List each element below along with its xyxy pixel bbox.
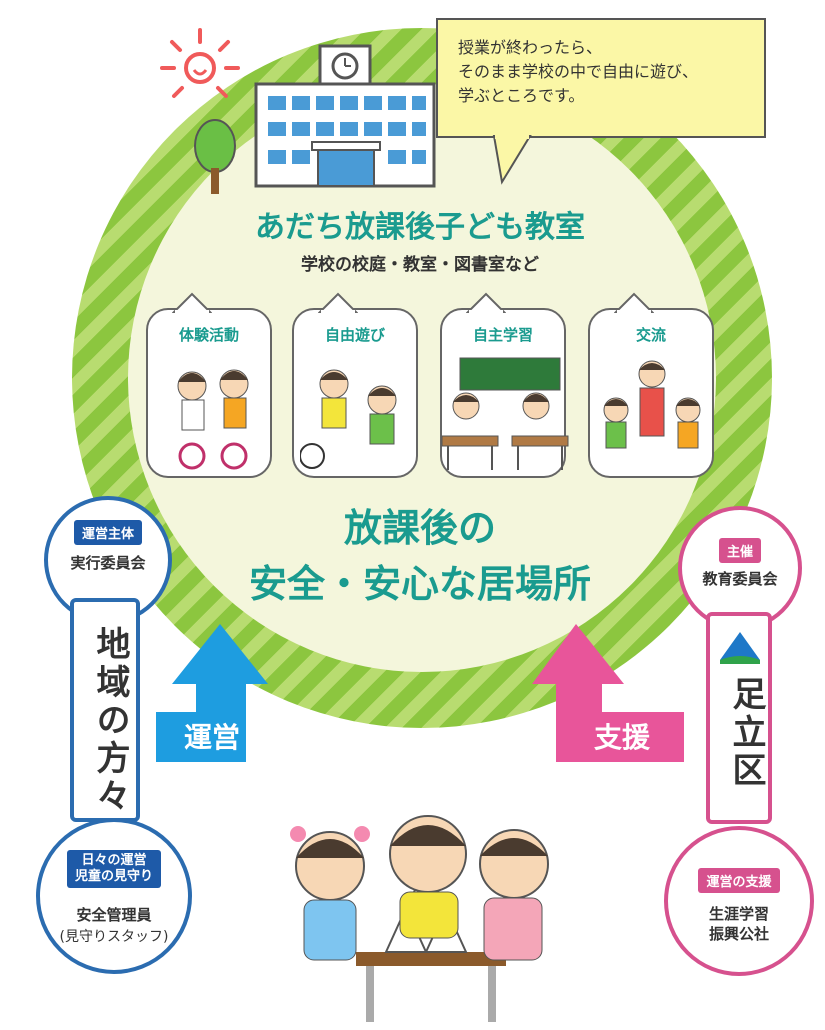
children-card-tower-icon xyxy=(290,815,549,1022)
arrow-label-left: 運営 xyxy=(184,721,241,754)
left-vertical-bar: 地域の方々 xyxy=(70,598,140,822)
badge-daily-operation: 日々の運営 xyxy=(81,853,147,868)
safety-manager-sub: (見守りスタッフ) xyxy=(59,929,169,945)
arrow-label-right: 支援 xyxy=(594,721,651,754)
safety-manager-name: 安全管理員 xyxy=(76,906,152,924)
children-studying-icon xyxy=(441,357,569,470)
activity-label: 体験活動 xyxy=(178,326,239,344)
bubble-tail xyxy=(492,135,532,185)
children-playing-ball-icon xyxy=(300,369,397,469)
adachi-logo-icon xyxy=(720,632,760,664)
right-bottom-circle: 運営の支援 生涯学習 振興公社 xyxy=(664,826,814,976)
main-message: 放課後の 安全・安心な居場所 xyxy=(150,500,690,612)
bubble-line-1: 授業が終わったら、 xyxy=(458,38,603,57)
activity-box-4: 交流 xyxy=(588,292,714,478)
activity-label: 自由遊び xyxy=(324,326,385,344)
support-org-name: 生涯学習 振興公社 xyxy=(668,904,810,944)
right-vertical-bar: 足立区 xyxy=(706,612,772,824)
activity-box-2: 自由遊び xyxy=(292,292,418,478)
badge-child-watch: 児童の見守り xyxy=(74,869,153,884)
badge-organizer: 運営主体 xyxy=(73,520,142,545)
right-top-circle: 主催 教育委員会 xyxy=(678,506,802,630)
right-vertical-text: 足立区 xyxy=(726,676,766,790)
page-title: あだち放課後子ども教室 xyxy=(255,210,585,245)
activity-box-3: 自主学習 xyxy=(440,292,569,478)
activity-label: 自主学習 xyxy=(472,326,533,344)
bubble-line-3: 学ぶところです。 xyxy=(458,86,585,105)
left-top-circle: 運営主体 実行委員会 xyxy=(44,496,172,624)
support-org-line-1: 生涯学習 xyxy=(708,905,769,923)
main-message-line-2: 安全・安心な居場所 xyxy=(248,562,591,606)
activity-label: 交流 xyxy=(635,326,666,344)
left-bottom-circle: 日々の運営 児童の見守り 安全管理員 (見守りスタッフ) xyxy=(36,818,192,974)
staff-and-children-icon xyxy=(603,360,701,449)
tree-icon xyxy=(194,119,236,194)
school-building-icon xyxy=(254,44,436,188)
support-arrow-left xyxy=(156,624,268,762)
badge-host: 主催 xyxy=(718,538,761,563)
bubble-line-2: そのまま学校の中で自由に遊び、 xyxy=(458,62,699,81)
badge-operation-support: 運営の支援 xyxy=(698,868,780,893)
host-name: 教育委員会 xyxy=(702,570,778,588)
activity-box-1: 体験活動 xyxy=(146,292,272,478)
page-subtitle: 学校の校庭・教室・図書室など xyxy=(301,255,539,275)
sun-icon xyxy=(160,28,240,98)
left-vertical-text: 地域の方々 xyxy=(90,626,130,816)
organizer-name: 実行委員会 xyxy=(70,554,146,572)
description-bubble: 授業が終わったら、 そのまま学校の中で自由に遊び、 学ぶところです。 xyxy=(436,18,766,138)
children-cycling-icon xyxy=(177,369,249,470)
support-arrow-right xyxy=(532,624,684,762)
support-org-line-2: 振興公社 xyxy=(708,925,769,943)
main-message-line-1: 放課後の xyxy=(343,506,496,550)
